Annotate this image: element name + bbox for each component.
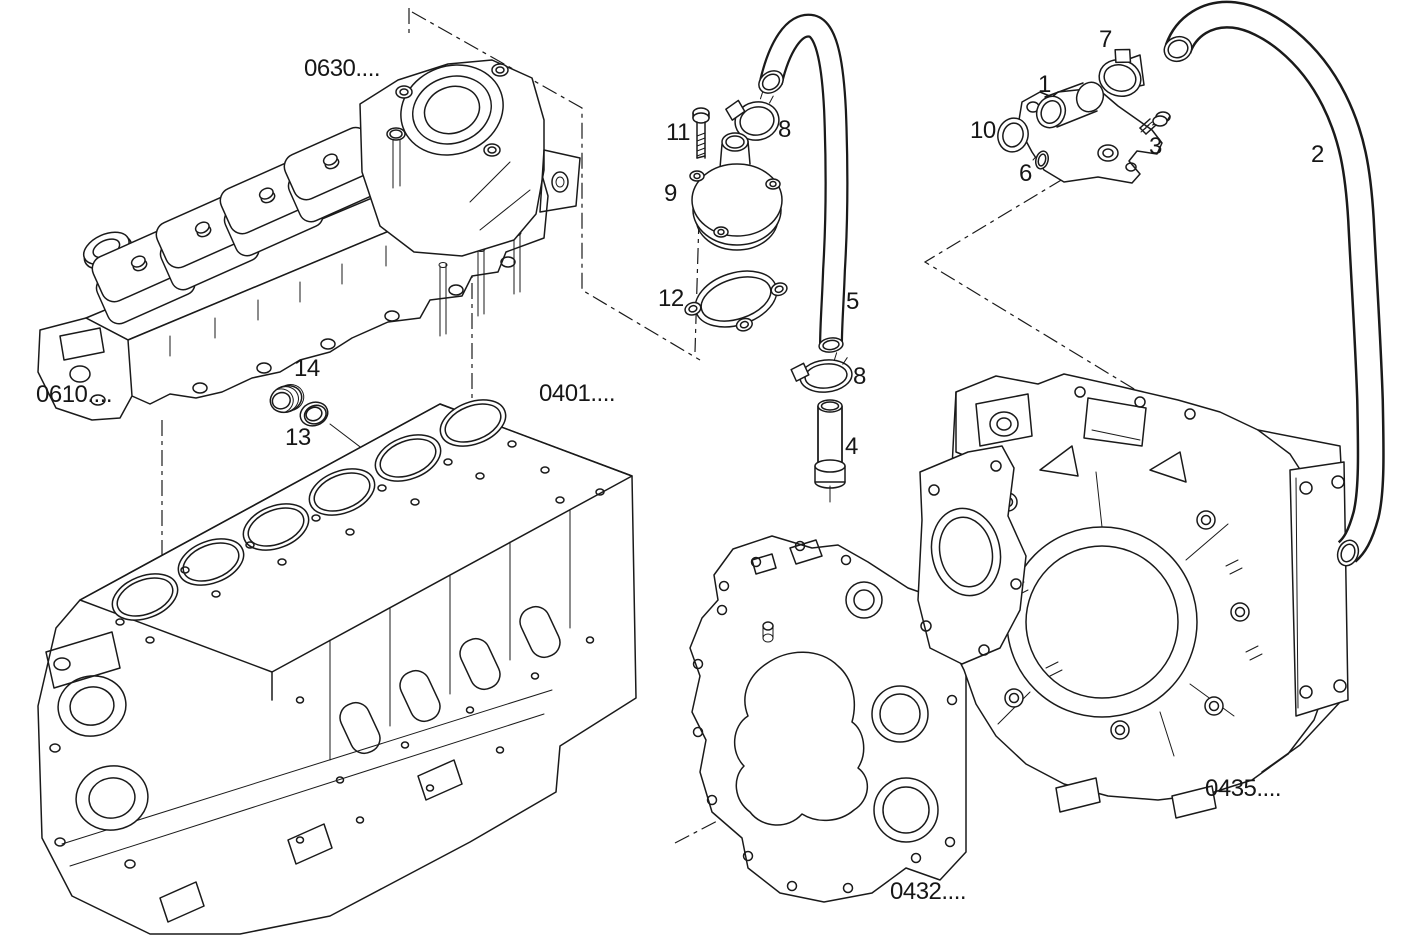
deck-holes bbox=[115, 440, 605, 644]
block-liner-bulges bbox=[339, 605, 561, 755]
seal-ring-10 bbox=[997, 117, 1029, 153]
cylinder-head-assembly-drawing bbox=[37, 59, 581, 421]
group-label-0435: 0435.... bbox=[1205, 775, 1282, 802]
screw-plug-14 bbox=[269, 384, 305, 414]
seal-ring-13 bbox=[299, 401, 329, 427]
group-label-0401: 0401.... bbox=[539, 380, 616, 407]
flywheel-housing-drawing bbox=[917, 373, 1349, 819]
bolt-3 bbox=[1139, 111, 1171, 135]
callout-13-13: 13 bbox=[285, 424, 311, 451]
callout-10-10: 10 bbox=[970, 117, 996, 144]
block-left-face bbox=[45, 631, 149, 869]
timing-case-holes bbox=[692, 540, 958, 894]
breather-hose-5 bbox=[758, 13, 849, 353]
breather-gasket-12 bbox=[684, 270, 788, 332]
housing-feet bbox=[1055, 777, 1217, 819]
bracket-group bbox=[997, 48, 1171, 184]
connection-bracket-1 bbox=[1017, 81, 1163, 184]
callout-14-14: 14 bbox=[294, 355, 320, 382]
breather-pipe-4 bbox=[814, 399, 846, 489]
breather-bolt-11 bbox=[692, 107, 710, 159]
cylinder-bores bbox=[111, 399, 507, 621]
callout-1-0: 1 bbox=[1038, 71, 1051, 98]
hose-clamp-7 bbox=[1098, 48, 1145, 97]
hose-clamp-8-lower bbox=[790, 352, 853, 393]
callout-7-6: 7 bbox=[1099, 26, 1112, 53]
callout-2-1: 2 bbox=[1311, 141, 1324, 168]
group-label-0610: 0610.... bbox=[36, 381, 113, 408]
callout-4-3: 4 bbox=[845, 433, 858, 460]
block-front-holes bbox=[295, 636, 595, 844]
callout-8-8: 8 bbox=[853, 363, 866, 390]
housing-top-flange bbox=[955, 386, 1196, 483]
housing-right-flange bbox=[1289, 461, 1349, 717]
breather-cover-9 bbox=[689, 132, 783, 251]
callout-12-12: 12 bbox=[658, 285, 684, 312]
timing-case-drawing bbox=[689, 535, 967, 903]
o-ring-6 bbox=[1035, 150, 1049, 170]
vent-hose-2 bbox=[1163, 0, 1385, 567]
housing-bolt-lugs bbox=[998, 492, 1250, 740]
head-end-cover bbox=[359, 59, 581, 257]
engine-block-drawing bbox=[37, 399, 637, 935]
callout-5-4: 5 bbox=[846, 288, 859, 315]
callout-8-7: 8 bbox=[778, 116, 791, 143]
housing-left-gasket-plate bbox=[917, 445, 1027, 665]
callout-9-9: 9 bbox=[664, 180, 677, 207]
block-front-ribs bbox=[61, 509, 571, 867]
block-feet bbox=[159, 759, 463, 923]
callout-6-5: 6 bbox=[1019, 160, 1032, 187]
group-label-0630: 0630.... bbox=[304, 55, 381, 82]
callout-11-11: 11 bbox=[666, 119, 690, 146]
callout-3-2: 3 bbox=[1149, 133, 1162, 160]
rocker-covers bbox=[91, 126, 388, 325]
group-label-0432: 0432.... bbox=[890, 878, 967, 905]
